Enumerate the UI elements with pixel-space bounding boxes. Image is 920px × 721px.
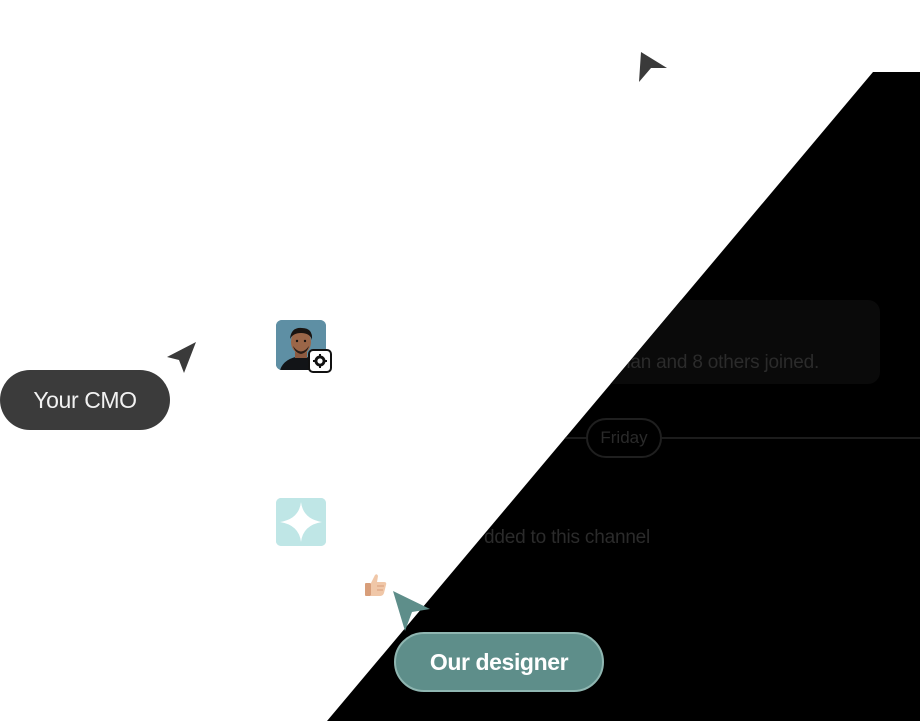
channel-added-text: dded to this channel — [484, 527, 651, 548]
cursor-arrow-icon — [167, 342, 196, 373]
day-divider-label: Friday — [586, 418, 662, 458]
day-divider-line — [560, 437, 920, 439]
cursor-arrow-icon — [639, 52, 667, 82]
bot-badge-icon — [308, 349, 332, 373]
sparkle-logo-icon — [276, 498, 326, 546]
designer-cursor-label: Our designer — [394, 632, 604, 692]
join-notice-text: nan and 8 others joined. — [620, 352, 820, 373]
cmo-cursor-label: Your CMO — [0, 370, 170, 430]
thumbs-up-emoji — [365, 574, 387, 596]
cursor-arrow-icon — [393, 591, 430, 631]
